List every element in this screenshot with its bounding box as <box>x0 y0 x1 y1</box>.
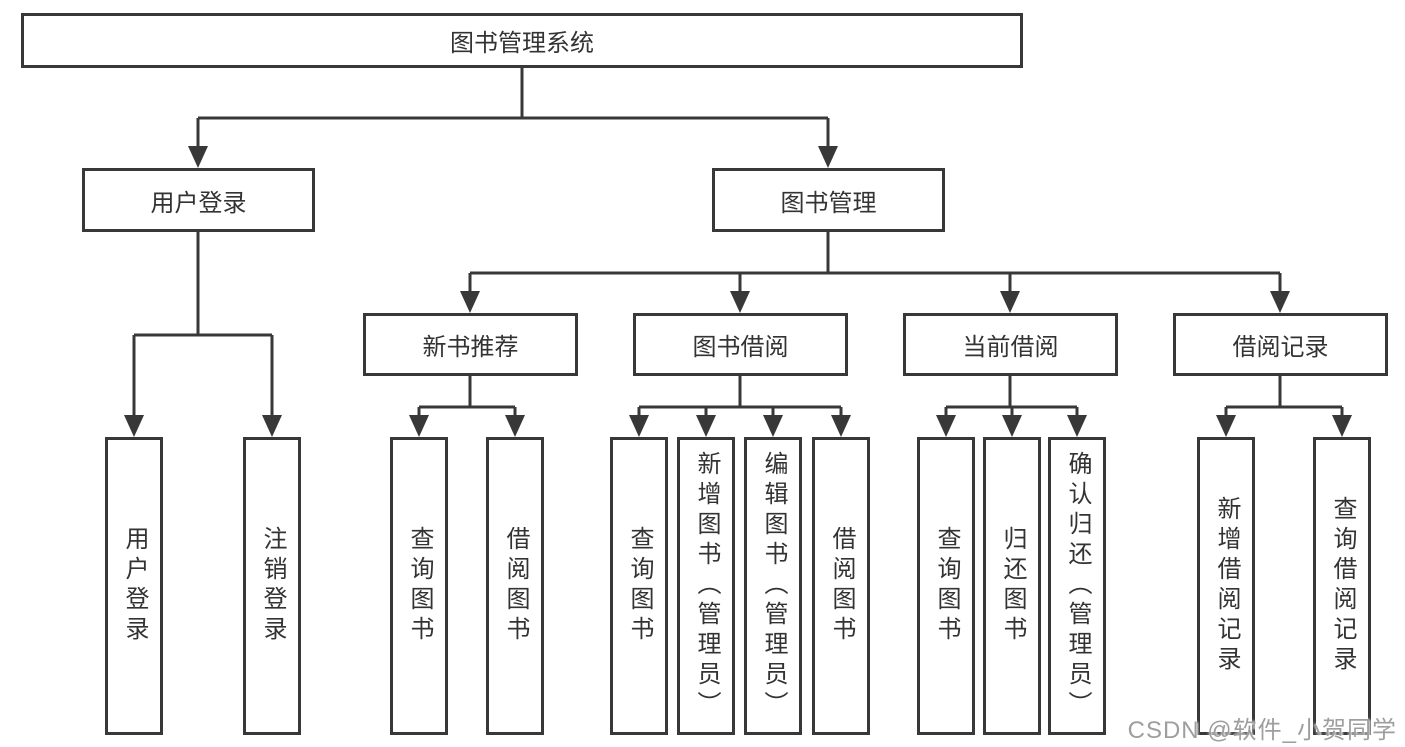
node-root-label: 图书管理系统 <box>450 30 594 57</box>
leaf-borrow-books: 借阅图书 <box>812 437 870 735</box>
leaf-add-books-admin-label: 新增图书（管理员） <box>693 451 720 721</box>
node-current-borrow-label: 当前借阅 <box>962 334 1059 361</box>
node-root: 图书管理系统 <box>21 13 1023 68</box>
leaf-query-books-recommend-label: 查询图书 <box>406 526 433 646</box>
leaf-borrow-books-recommend-label: 借阅图书 <box>502 526 529 646</box>
leaf-query-borrow-record-label: 查询借阅记录 <box>1329 496 1356 676</box>
node-current-borrow: 当前借阅 <box>903 313 1118 376</box>
leaf-add-borrow-record: 新增借阅记录 <box>1197 437 1255 735</box>
node-user-login-label: 用户登录 <box>150 189 247 217</box>
leaf-confirm-return-admin: 确认归还（管理员） <box>1048 437 1106 735</box>
node-new-book-recommend-label: 新书推荐 <box>422 334 519 361</box>
node-book-management: 图书管理 <box>712 168 945 232</box>
node-book-management-label: 图书管理 <box>780 189 877 217</box>
leaf-borrow-books-label: 借阅图书 <box>828 526 855 646</box>
leaf-user-login-label: 用户登录 <box>121 526 148 646</box>
leaf-query-books-borrow: 查询图书 <box>610 437 668 735</box>
leaf-query-borrow-record: 查询借阅记录 <box>1313 437 1371 735</box>
leaf-logout: 注销登录 <box>243 437 301 735</box>
leaf-query-books-borrow-label: 查询图书 <box>626 526 653 646</box>
leaf-logout-label: 注销登录 <box>259 526 286 646</box>
leaf-query-books-recommend: 查询图书 <box>390 437 448 735</box>
leaf-query-books-current-label: 查询图书 <box>933 526 960 646</box>
leaf-borrow-books-recommend: 借阅图书 <box>486 437 544 735</box>
node-borrow-records: 借阅记录 <box>1173 313 1388 376</box>
watermark: CSDN @软件_小贺同学 <box>1127 717 1397 744</box>
leaf-edit-books-admin-label: 编辑图书（管理员） <box>760 451 787 721</box>
node-borrow-records-label: 借阅记录 <box>1232 334 1329 361</box>
leaf-add-books-admin: 新增图书（管理员） <box>677 437 735 735</box>
leaf-user-login: 用户登录 <box>105 437 163 735</box>
leaf-add-borrow-record-label: 新增借阅记录 <box>1213 496 1240 676</box>
node-user-login: 用户登录 <box>82 168 315 232</box>
leaf-return-books: 归还图书 <box>983 437 1041 735</box>
node-book-borrow-label: 图书借阅 <box>692 334 789 361</box>
node-new-book-recommend: 新书推荐 <box>363 313 578 376</box>
leaf-query-books-current: 查询图书 <box>917 437 975 735</box>
node-book-borrow: 图书借阅 <box>633 313 848 376</box>
leaf-return-books-label: 归还图书 <box>999 526 1026 646</box>
leaf-confirm-return-admin-label: 确认归还（管理员） <box>1064 451 1091 721</box>
leaf-edit-books-admin: 编辑图书（管理员） <box>744 437 802 735</box>
